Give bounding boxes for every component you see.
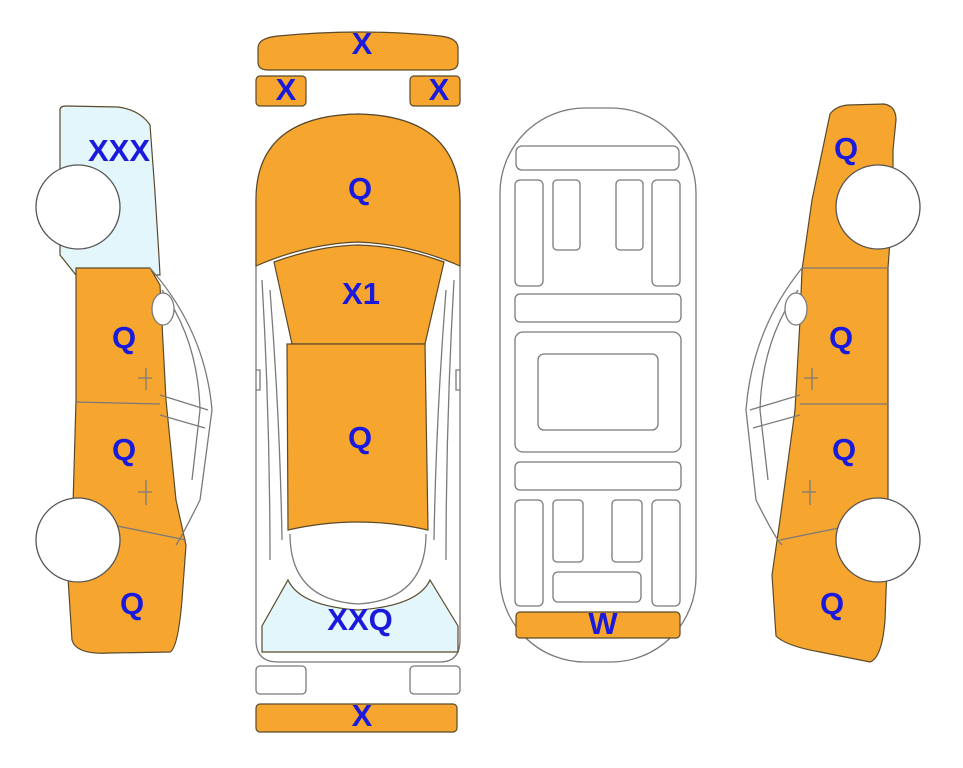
underbody-rear-panel[interactable]: [515, 611, 681, 639]
left-rear-door-label: Q: [112, 432, 136, 467]
top-rear-glass-label: XXQ: [327, 602, 392, 637]
top-roof-label: Q: [348, 420, 372, 455]
top-view: X X X Q X1 Q XXQ X: [255, 26, 461, 733]
underbody-rear-label: W: [588, 606, 618, 641]
top-right-headlight-label: X: [429, 72, 450, 107]
top-front-bumper-label: X: [352, 26, 373, 61]
right-rear-door-label: Q: [832, 432, 856, 467]
right-front-fender-label: Q: [834, 131, 858, 166]
left-rear-quarter-label: Q: [120, 586, 144, 621]
left-front-wheel: [35, 164, 121, 250]
top-hood-label: Q: [348, 171, 372, 206]
underbody-view: W: [499, 107, 697, 663]
right-side-view: Q Q Q Q: [745, 103, 921, 663]
top-windshield-label: X1: [342, 276, 380, 311]
top-rear-right-light: [409, 665, 461, 695]
top-front-bumper[interactable]: [257, 31, 459, 71]
right-rear-quarter-label: Q: [820, 586, 844, 621]
left-rear-wheel: [35, 497, 121, 583]
right-front-door-label: Q: [829, 320, 853, 355]
top-rear-bumper-label: X: [352, 698, 373, 733]
top-rear-bumper[interactable]: [255, 703, 458, 733]
left-front-door-label: Q: [112, 320, 136, 355]
underbody-outline: [499, 107, 697, 663]
top-right-headlight[interactable]: [409, 75, 461, 107]
top-rear-glass[interactable]: [261, 578, 459, 653]
top-windshield[interactable]: [273, 244, 445, 345]
right-rear-wheel: [835, 497, 921, 583]
top-hood[interactable]: [255, 113, 461, 267]
top-rear-left-light: [255, 665, 307, 695]
top-roof[interactable]: [286, 343, 429, 531]
left-side-view: XXX Q Q Q: [35, 105, 213, 654]
right-front-wheel: [835, 164, 921, 250]
top-left-headlight[interactable]: [255, 75, 307, 107]
top-left-headlight-label: X: [276, 72, 297, 107]
left-front-glass-label: XXX: [88, 133, 150, 168]
